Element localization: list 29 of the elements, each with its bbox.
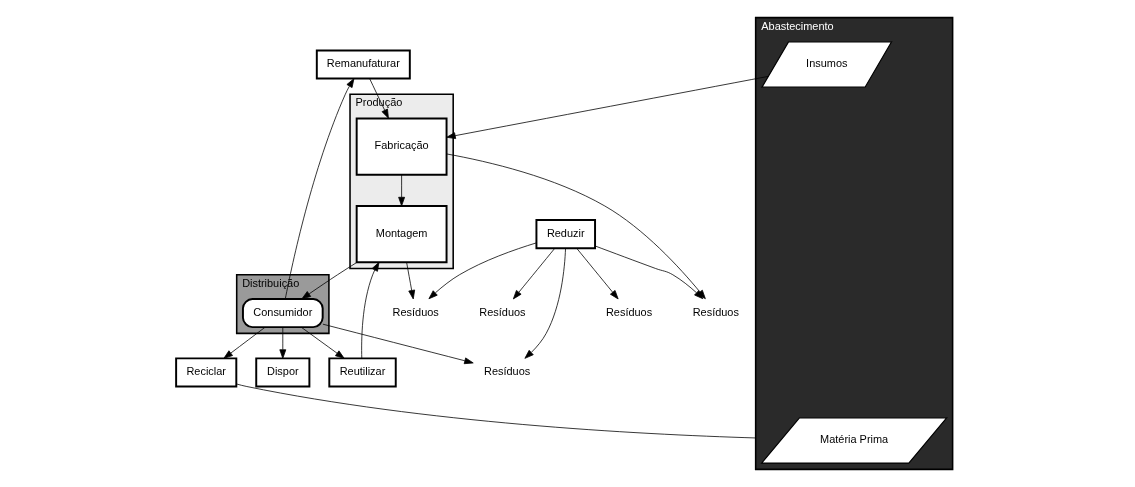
- node-box: Reduzir: [535, 219, 597, 250]
- arrow: [446, 76, 769, 139]
- node-box: Fabricação: [355, 117, 448, 176]
- node-text: Resíduos: [392, 305, 439, 318]
- arrow: [223, 326, 266, 359]
- node-box: Reciclar: [175, 357, 238, 388]
- arrow: [428, 242, 537, 300]
- arrow: [406, 262, 416, 300]
- node-text: Resíduos: [692, 305, 739, 318]
- node-text: Resíduos: [605, 305, 653, 318]
- arrow: [301, 261, 358, 300]
- arrow: [284, 78, 355, 300]
- arrow: [300, 326, 345, 359]
- arrow: [512, 248, 556, 300]
- node-box: Montagem: [355, 205, 448, 264]
- arrow: [576, 248, 619, 300]
- arrow: [322, 323, 474, 365]
- connector: [236, 383, 757, 439]
- node-box: Consumidor: [241, 298, 324, 329]
- arrow: [279, 326, 287, 359]
- node-box: Dispor: [255, 357, 311, 388]
- node-text: Resíduos: [484, 365, 531, 378]
- node-text: Resíduos: [479, 305, 526, 318]
- arrow: [369, 78, 389, 119]
- arrow: [398, 174, 405, 207]
- node-box: Remanufaturar: [315, 49, 411, 80]
- node-box: Reutilizar: [328, 357, 397, 388]
- arrow: [524, 248, 566, 359]
- arrow: [361, 262, 380, 359]
